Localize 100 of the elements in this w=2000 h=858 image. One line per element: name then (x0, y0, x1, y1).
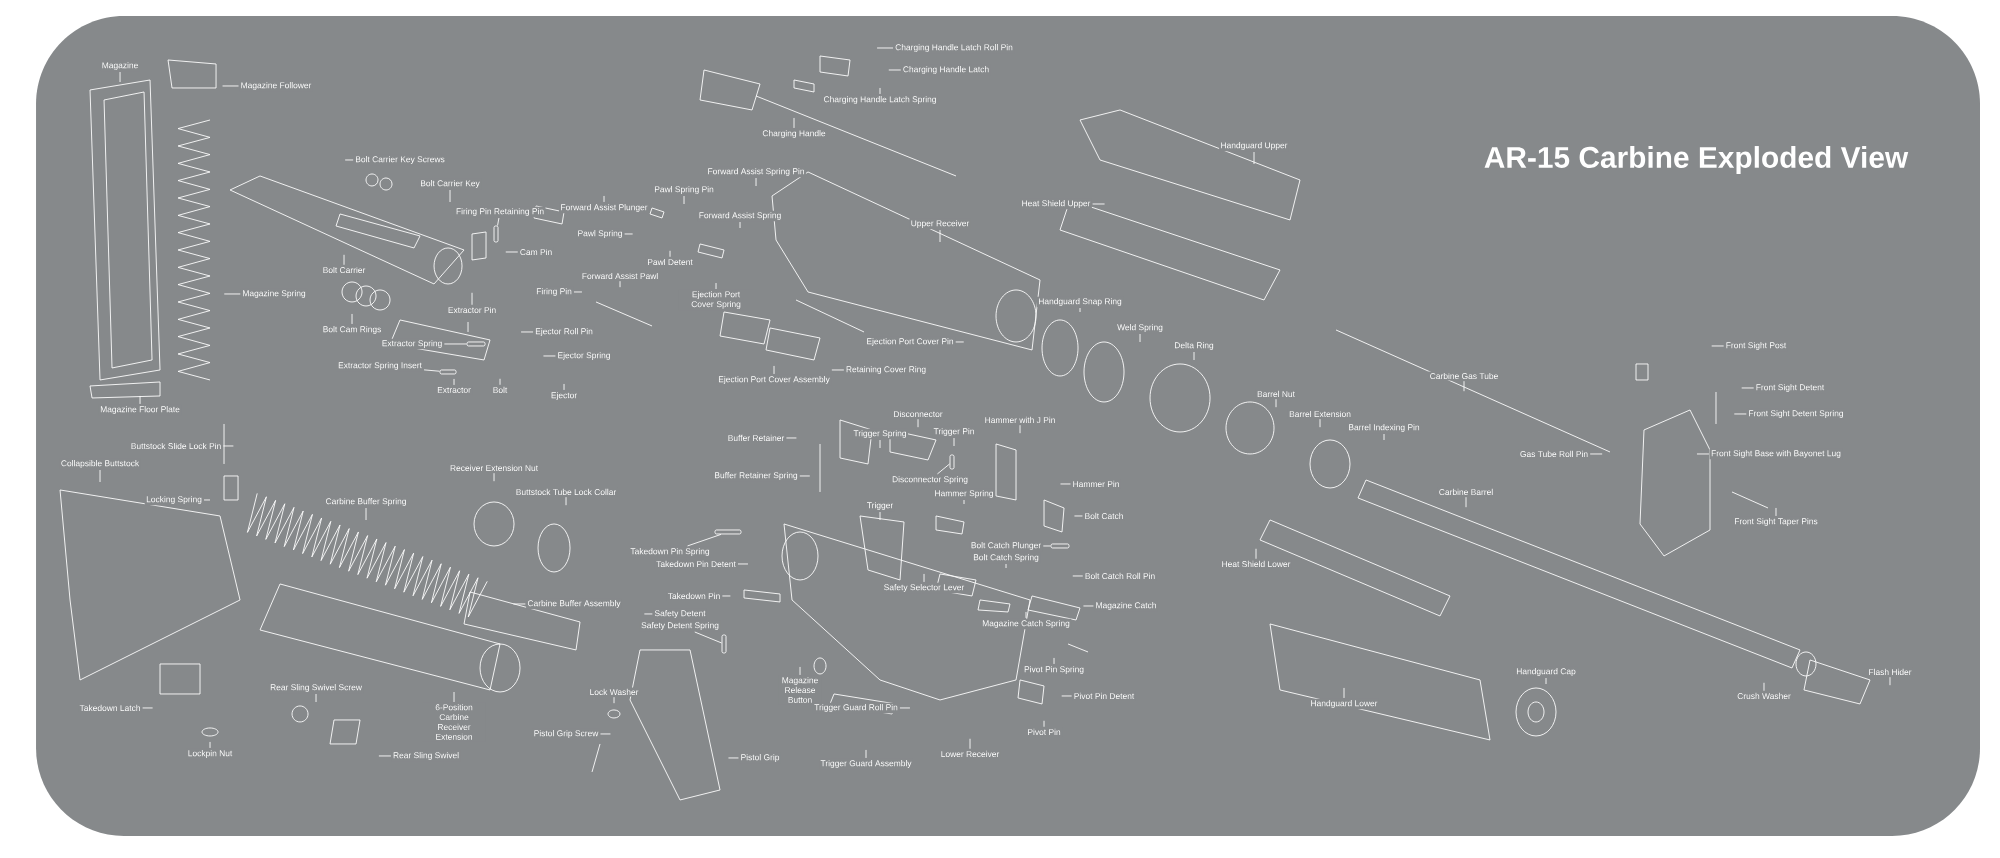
leader-line (624, 233, 634, 235)
leader-line (1092, 203, 1105, 205)
leader-line (728, 757, 739, 759)
leader-line (1043, 720, 1045, 728)
leader-line (512, 603, 526, 605)
leader-line (443, 343, 468, 345)
leader-line (739, 221, 741, 229)
leader-line (1589, 453, 1603, 455)
leader-line (1711, 345, 1725, 347)
leader-line (222, 85, 239, 87)
leader-line (1061, 695, 1073, 697)
leader-line (1545, 677, 1547, 685)
leader-line (378, 755, 392, 757)
leader-line (1053, 657, 1055, 665)
leader-line (876, 47, 894, 49)
leader-line (505, 251, 519, 253)
leader-line (687, 533, 722, 547)
leader-line (520, 331, 534, 333)
leader-line (888, 69, 902, 71)
leader-line (351, 313, 353, 325)
leader-line (619, 280, 621, 288)
leader-line (683, 195, 685, 205)
leader-line (721, 595, 731, 597)
leader-line (1763, 682, 1765, 692)
leader-line (1463, 380, 1465, 392)
leader-line (1025, 611, 1027, 619)
leader-line (423, 369, 440, 372)
part-drawing (466, 341, 486, 347)
part-drawing (949, 454, 955, 470)
leader-line (1319, 418, 1321, 428)
leader-line (142, 707, 154, 709)
leader-line (953, 437, 955, 447)
leader-line (799, 666, 801, 676)
leader-line (1253, 151, 1255, 165)
leader-line (923, 573, 925, 583)
leader-line (344, 159, 354, 161)
leader-line (449, 189, 451, 203)
leader-line (955, 341, 965, 343)
leader-line (785, 437, 797, 439)
leader-line (1079, 307, 1081, 313)
leader-line (222, 445, 234, 447)
leader-line (1019, 424, 1021, 434)
leader-line (939, 229, 941, 243)
leader-line (1042, 545, 1051, 547)
leader-line (1083, 605, 1094, 607)
leader-line (499, 378, 501, 386)
leader-line (879, 87, 881, 95)
part-drawing (439, 369, 457, 375)
leader-line (1343, 687, 1345, 699)
part-drawing (493, 225, 499, 243)
leader-line (453, 378, 455, 386)
leader-line (543, 355, 556, 357)
leader-line (497, 217, 500, 226)
leader-line (565, 496, 567, 506)
leader-line (715, 282, 717, 290)
leader-line (1139, 333, 1141, 343)
leader-line (1889, 676, 1891, 686)
leader-line (1275, 398, 1277, 408)
leader-line (1193, 351, 1195, 361)
leader-line (969, 738, 971, 750)
leader-line (865, 749, 867, 759)
part-drawing (714, 529, 742, 535)
leader-line (600, 733, 611, 735)
leader-line (1696, 453, 1710, 455)
leader-line (1465, 496, 1467, 508)
title: AR-15 Carbine Exploded View (1484, 146, 1909, 174)
leader-line (613, 696, 615, 704)
leader-line (563, 383, 565, 391)
leader-line (365, 507, 367, 521)
part-drawing (721, 634, 727, 654)
leader-line (755, 177, 757, 187)
leader-line (936, 463, 950, 475)
leader-line (1255, 548, 1257, 560)
leader-line (315, 693, 317, 703)
leader-line (603, 195, 605, 203)
leader-line (773, 365, 775, 375)
leader-line (471, 292, 473, 306)
leader-line (1072, 575, 1084, 577)
part-drawing (1050, 543, 1070, 549)
leader-line (694, 631, 723, 644)
leader-line (343, 254, 345, 266)
leader-line (917, 418, 919, 428)
leader-line (493, 472, 495, 482)
leader-line (1733, 413, 1747, 415)
leader-line (643, 613, 653, 615)
leader-line (737, 563, 749, 565)
leader-line (453, 691, 455, 703)
leader-line (99, 469, 101, 483)
leader-line (963, 499, 965, 505)
leader-line (1005, 563, 1007, 569)
leader-line (203, 499, 211, 501)
leader-line (139, 395, 141, 405)
leader-line (223, 293, 241, 295)
leader-line (1074, 515, 1083, 517)
leader-line (573, 291, 583, 293)
leader-line (1060, 483, 1071, 485)
leader-line (799, 475, 811, 477)
leader-line (879, 511, 881, 521)
leader-line (119, 71, 121, 83)
leader-line (831, 369, 845, 371)
